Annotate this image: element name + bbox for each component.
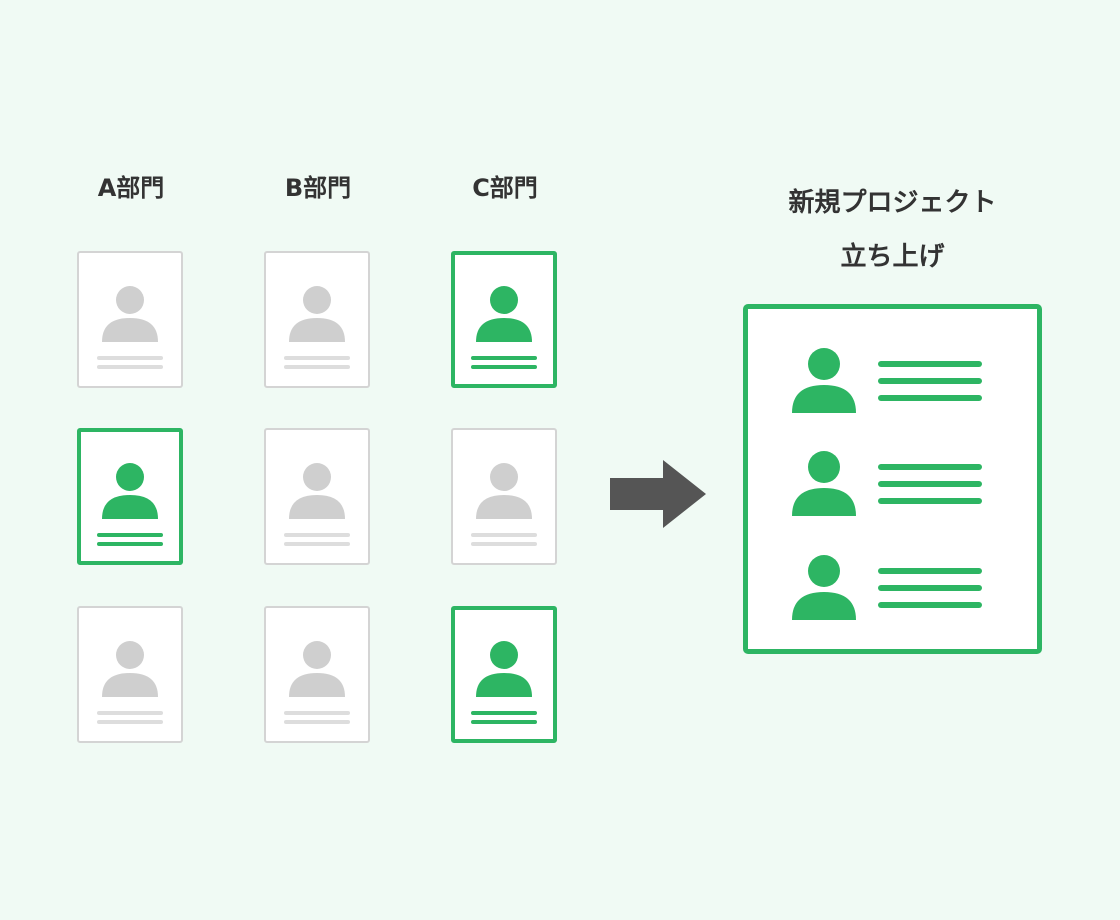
employee-card-c2 — [451, 428, 557, 565]
person-icon — [471, 462, 537, 546]
member-detail-lines — [878, 568, 982, 608]
arrow-right-icon — [610, 460, 706, 528]
person-icon — [284, 462, 350, 546]
person-icon — [471, 640, 537, 724]
person-icon — [792, 451, 856, 516]
member-detail-lines — [878, 464, 982, 504]
dept-label-c: C部門 — [472, 174, 538, 202]
person-icon — [97, 640, 163, 724]
project-team-box — [743, 304, 1042, 654]
team-member-row — [748, 450, 1037, 520]
project-title-line1: 新規プロジェクト — [788, 188, 997, 218]
team-member-row — [748, 347, 1037, 417]
employee-card-b2 — [264, 428, 370, 565]
person-icon — [97, 462, 163, 546]
employee-card-b1 — [264, 251, 370, 388]
employee-card-c3-selected — [451, 606, 557, 743]
person-icon — [284, 640, 350, 724]
team-member-row — [748, 554, 1037, 624]
person-icon — [284, 285, 350, 369]
person-icon — [97, 285, 163, 369]
employee-card-a2-selected — [77, 428, 183, 565]
person-icon — [471, 285, 537, 369]
member-detail-lines — [878, 361, 982, 401]
dept-label-a: A部門 — [97, 174, 165, 202]
project-title-line2: 立ち上げ — [840, 242, 945, 272]
dept-label-b: B部門 — [284, 174, 352, 202]
employee-card-a1 — [77, 251, 183, 388]
employee-card-c1-selected — [451, 251, 557, 388]
employee-card-a3 — [77, 606, 183, 743]
employee-card-b3 — [264, 606, 370, 743]
person-icon — [792, 555, 856, 620]
person-icon — [792, 348, 856, 413]
project-title: 新規プロジェクト 立ち上げ — [760, 176, 1025, 284]
